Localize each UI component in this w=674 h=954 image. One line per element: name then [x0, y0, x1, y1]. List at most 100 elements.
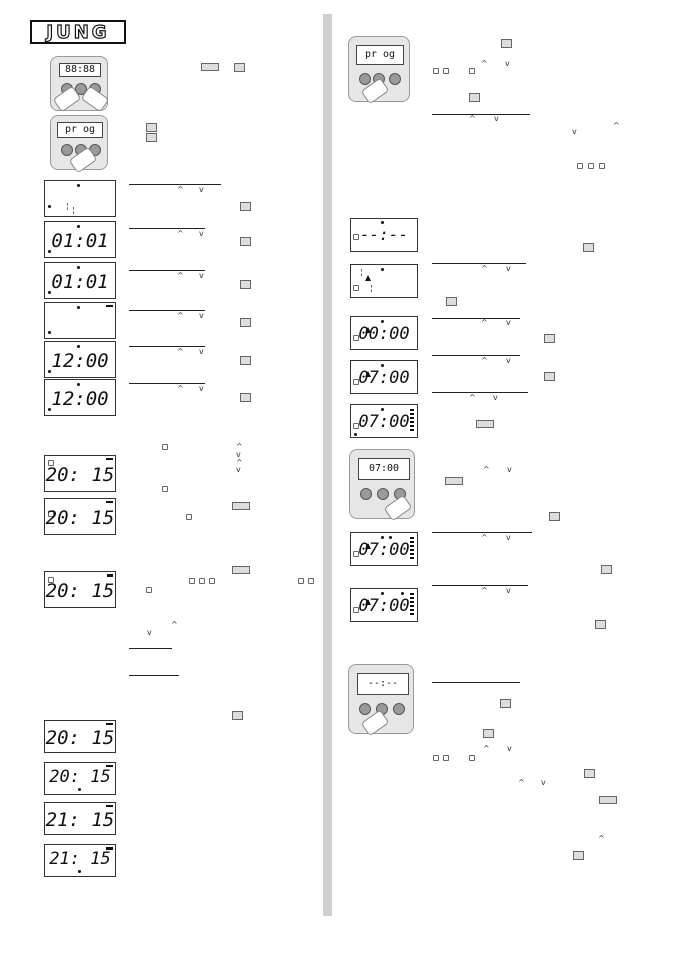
lcd-display: 01:01	[44, 262, 116, 299]
lcd-display	[350, 264, 418, 298]
instruction-rule	[432, 392, 528, 393]
device-button-left	[359, 73, 371, 85]
key-symbol	[445, 477, 463, 485]
device-display: 88:88	[59, 63, 101, 77]
jung-logo: JUNG	[30, 20, 126, 44]
mode-symbol	[469, 68, 475, 74]
key-symbol	[232, 502, 250, 510]
key-symbol	[573, 851, 584, 860]
lcd-display: 20: 15	[44, 720, 116, 753]
device-button-right	[389, 73, 401, 85]
down-arrow-icon: v	[505, 59, 510, 68]
key-symbol	[234, 63, 245, 72]
key-symbol	[544, 334, 555, 343]
column-divider	[323, 14, 332, 916]
up-arrow-icon: ^	[236, 442, 243, 451]
up-arrow-icon: ^	[177, 384, 184, 393]
key-symbol	[500, 699, 511, 708]
down-arrow-icon: v	[506, 318, 511, 327]
mode-symbol	[588, 163, 594, 169]
device-clear-illustration: --:--	[348, 664, 414, 737]
instruction-rule	[432, 114, 530, 115]
up-arrow-icon: ^	[469, 114, 476, 123]
finger-icon	[383, 494, 413, 522]
down-arrow-icon: v	[506, 264, 511, 273]
lcd-display: 21: 15	[44, 844, 116, 877]
instruction-rule	[129, 675, 179, 676]
device-prog-illustration: pr og	[348, 36, 410, 105]
down-arrow-icon: v	[494, 114, 499, 123]
mode-symbol	[577, 163, 583, 169]
instruction-rule	[432, 532, 532, 533]
lcd-display: 20: 15	[44, 498, 116, 535]
lcd-display: 12:00	[44, 379, 116, 416]
device-display: --:--	[357, 673, 409, 695]
down-arrow-icon: v	[147, 628, 152, 637]
down-arrow-icon: v	[199, 384, 204, 393]
key-symbol	[232, 566, 250, 574]
key-symbol	[240, 280, 251, 289]
lcd-display: 07:00	[350, 404, 418, 438]
mode-symbol	[433, 68, 439, 74]
key-symbol	[476, 420, 494, 428]
up-arrow-icon: ^	[481, 586, 488, 595]
lcd-display: 07:00	[350, 588, 418, 622]
down-arrow-icon: v	[199, 229, 204, 238]
instruction-rule	[129, 228, 205, 229]
instruction-rule	[129, 310, 205, 311]
lcd-display: 01:01	[44, 221, 116, 258]
key-symbol	[601, 565, 612, 574]
key-symbol	[232, 711, 243, 720]
instruction-rule	[129, 270, 205, 271]
mode-symbol	[298, 578, 304, 584]
up-arrow-icon: ^	[177, 229, 184, 238]
lcd-display: 20: 15	[44, 571, 116, 608]
device-display: pr og	[57, 122, 103, 138]
key-symbol	[240, 393, 251, 402]
mode-symbol	[186, 514, 192, 520]
lcd-display: 00:00	[350, 316, 418, 350]
mode-symbol	[443, 68, 449, 74]
key-symbol	[549, 512, 560, 521]
key-symbol	[595, 620, 606, 629]
device-button-left	[360, 488, 372, 500]
key-symbol	[469, 93, 480, 102]
device-week-illustration: 07:00	[349, 449, 415, 522]
up-arrow-icon: ^	[481, 533, 488, 542]
instruction-rule	[432, 682, 520, 683]
mode-symbol	[199, 578, 205, 584]
down-arrow-icon: v	[236, 450, 241, 459]
device-button-left	[359, 703, 371, 715]
up-arrow-icon: ^	[177, 347, 184, 356]
up-arrow-icon: ^	[469, 393, 476, 402]
down-arrow-icon: v	[199, 185, 204, 194]
instruction-rule	[129, 184, 221, 185]
key-symbol	[483, 729, 494, 738]
lcd-display	[44, 180, 116, 217]
device-reset-illustration: 88:88	[50, 56, 110, 113]
mode-symbol	[146, 587, 152, 593]
up-down-arrow-icon: ^	[236, 458, 243, 467]
key-symbol	[544, 372, 555, 381]
device-button-middle	[377, 488, 389, 500]
instruction-rule	[432, 585, 528, 586]
device-prog-illustration: pr og	[50, 115, 108, 174]
instruction-rule	[129, 346, 205, 347]
up-arrow-icon: ^	[481, 59, 488, 68]
lcd-display: 20: 15	[44, 762, 116, 795]
mode-symbol	[599, 163, 605, 169]
mode-symbol	[162, 444, 168, 450]
key-symbol	[583, 243, 594, 252]
instruction-rule	[129, 383, 205, 384]
device-button-left	[61, 144, 73, 156]
key-symbol	[240, 237, 251, 246]
down-arrow-icon: v	[507, 465, 512, 474]
up-down-arrow-icon: v	[236, 465, 241, 474]
instruction-rule	[432, 355, 520, 356]
mode-symbol	[162, 486, 168, 492]
instruction-rule	[432, 318, 520, 319]
lcd-display: 21: 15	[44, 802, 116, 835]
lcd-display: 20: 15	[44, 455, 116, 492]
up-arrow-icon: ^	[518, 778, 525, 787]
key-symbol	[240, 318, 251, 327]
